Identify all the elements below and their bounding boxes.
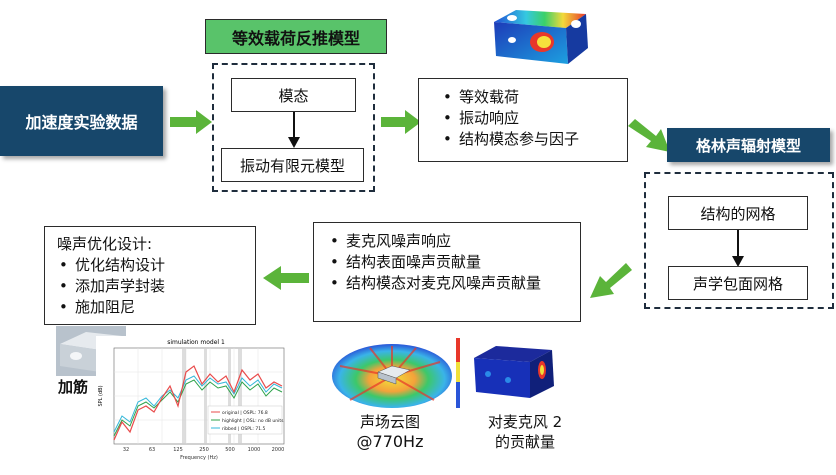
sound-field-caption: 声场云图 @770Hz [340, 412, 440, 452]
optimization-item: 优化结构设计 [57, 255, 255, 276]
fem-box: 振动有限元模型 [221, 148, 364, 182]
arrow-struct-to-acoustic-mesh [732, 230, 744, 267]
optimization-title: 噪声优化设计: [57, 235, 153, 253]
arrow-mic-to-optimization [263, 266, 309, 290]
plot-xtick: 250 [199, 447, 209, 453]
results-list: 等效载荷 振动响应 结构模态参与因子 [441, 87, 627, 150]
plot-legend-item: ribbed | OSPL: 71.5 [222, 426, 266, 432]
plot-xtick: 500 [225, 447, 235, 453]
plot-xtick: 1000 [248, 447, 261, 453]
accel-data-box: 加速度实验数据 [0, 86, 163, 156]
green-model-container [644, 172, 834, 309]
mic-contribution-image [468, 340, 560, 402]
vibration-contour-image [494, 10, 588, 64]
modal-label: 模态 [278, 86, 309, 105]
plot-title: simulation model 1 [167, 339, 225, 346]
inverse-model-container [212, 63, 375, 192]
modal-box: 模态 [231, 78, 356, 112]
green-model-box: 格林声辐射模型 [667, 128, 830, 162]
optimization-item: 施加阻尼 [57, 297, 255, 318]
optimization-box: 噪声优化设计: 优化结构设计 添加声学封装 施加阻尼 [44, 226, 256, 325]
accel-data-label: 加速度实验数据 [25, 113, 138, 132]
arrow-inverse-to-results [381, 110, 421, 134]
mic-contribution-caption-line2: 的贡献量 [494, 433, 555, 451]
struct-mesh-box: 结构的网格 [668, 196, 808, 230]
results-item: 结构模态参与因子 [441, 129, 627, 150]
mic-contribution-caption: 对麦克风 2 的贡献量 [470, 412, 580, 452]
plot-xtick: 2000 [272, 447, 285, 453]
optimization-item: 添加声学封装 [57, 276, 255, 297]
mic-response-list: 麦克风噪声响应 结构表面噪声贡献量 结构模态对麦克风噪声贡献量 [328, 231, 574, 294]
sound-field-caption-line1: 声场云图 [359, 413, 420, 431]
mic-item: 结构表面噪声贡献量 [328, 252, 574, 273]
inverse-model-title: 等效载荷反推模型 [205, 19, 387, 54]
green-model-label: 格林声辐射模型 [695, 136, 801, 155]
mic-response-box: 麦克风噪声响应 结构表面噪声贡献量 结构模态对麦克风噪声贡献量 [313, 222, 581, 322]
mic-item: 结构模态对麦克风噪声贡献量 [328, 273, 574, 294]
plot-xtick: 125 [173, 447, 183, 453]
arrow-results-to-green-model [628, 119, 670, 152]
frequency-response-plot: simulation model 1 32 63 125 250 500 100… [96, 336, 292, 462]
arrow-green-model-to-mic [590, 263, 632, 298]
fem-label: 振动有限元模型 [239, 156, 345, 175]
plot-legend-item: highlight | OSL: no dB units [222, 418, 284, 424]
sound-field-caption-line2: @770Hz [356, 432, 424, 451]
inverse-model-title-text: 等效载荷反推模型 [231, 28, 360, 48]
acoustic-mesh-label: 声学包面网格 [692, 274, 783, 293]
optimization-list: 优化结构设计 添加声学封装 施加阻尼 [57, 255, 255, 318]
results-item: 振动响应 [441, 108, 627, 129]
struct-mesh-label: 结构的网格 [700, 204, 776, 223]
results-box: 等效载荷 振动响应 结构模态参与因子 [418, 78, 628, 162]
arrow-accel-to-inverse [170, 110, 212, 134]
stiffener-caption: 加筋 [58, 378, 89, 396]
plot-xlabel: Frequency (Hz) [180, 455, 218, 461]
plot-legend-item: original | OSPL: 76.8 [222, 410, 268, 416]
mic-item: 麦克风噪声响应 [328, 231, 574, 252]
acoustic-mesh-box: 声学包面网格 [668, 266, 808, 300]
arrow-modal-to-fem [288, 112, 300, 148]
results-item: 等效载荷 [441, 87, 627, 108]
plot-xtick: 32 [123, 447, 129, 453]
sound-field-image [330, 332, 464, 412]
plot-ylabel: SPL (dB) [98, 385, 104, 406]
mic-contribution-caption-line1: 对麦克风 2 [487, 413, 563, 431]
plot-xtick: 63 [149, 447, 155, 453]
